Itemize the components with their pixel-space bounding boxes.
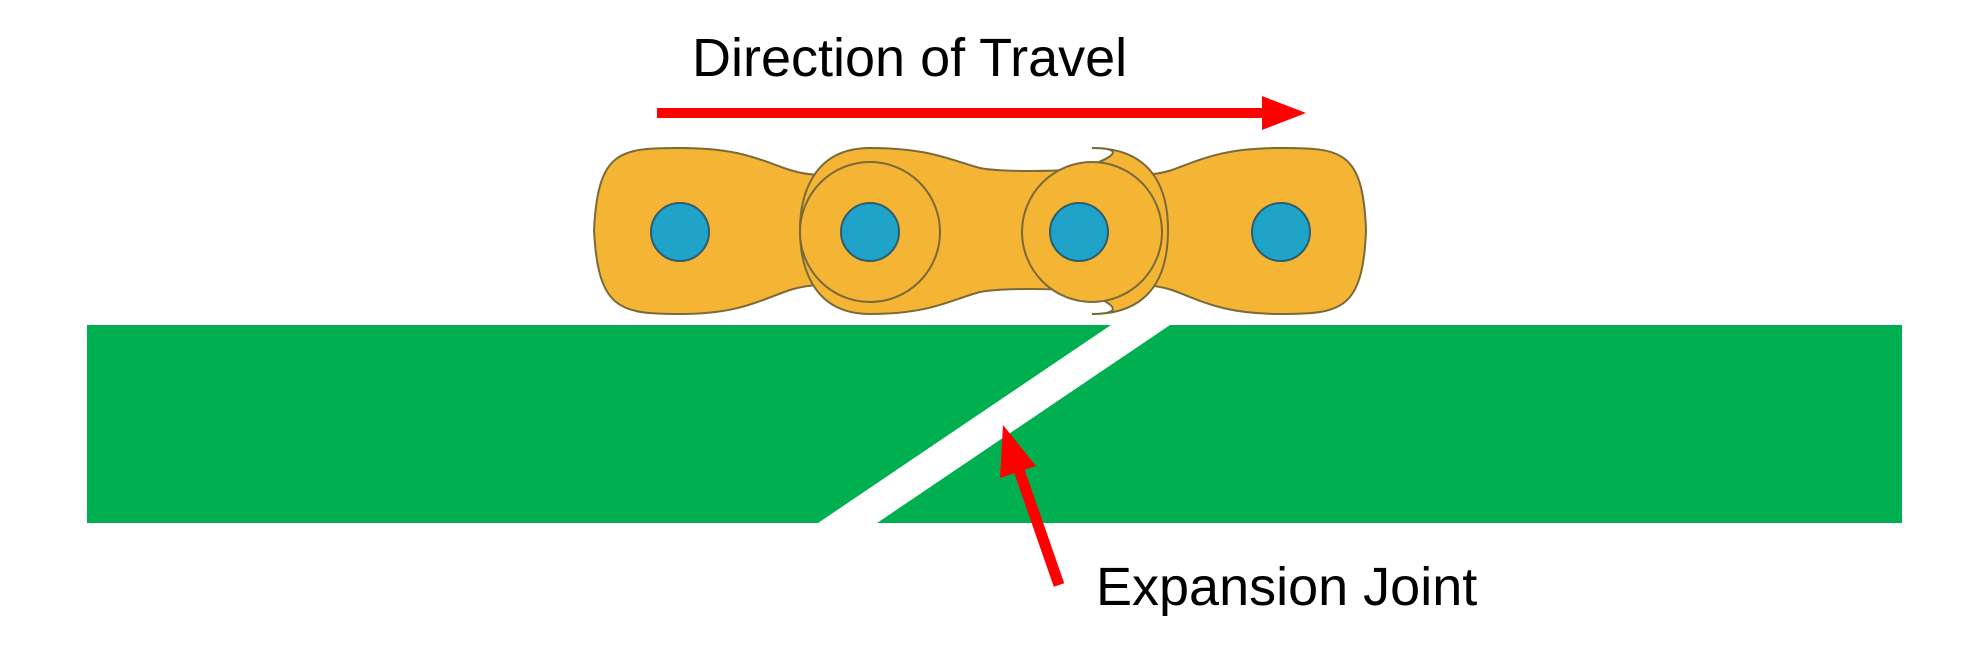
rail (87, 325, 1902, 523)
expansion-joint-label: Expansion Joint (1096, 557, 1477, 617)
up-arrow-icon (1000, 425, 1065, 587)
expansion-joint-gap (818, 325, 1170, 523)
chain-pin (650, 202, 710, 262)
roller-chain (592, 146, 1368, 316)
direction-of-travel-label: Direction of Travel (692, 28, 1127, 88)
chain-pin (1049, 202, 1109, 262)
joint-pointer-shaft (1013, 468, 1065, 587)
right-arrow-icon (657, 96, 1306, 130)
joint-pointer-head (1000, 425, 1036, 478)
chain-pin (840, 202, 900, 262)
chain-pin (1251, 202, 1311, 262)
chain-outer-plate-left (592, 146, 871, 316)
direction-arrowhead (1262, 96, 1306, 130)
